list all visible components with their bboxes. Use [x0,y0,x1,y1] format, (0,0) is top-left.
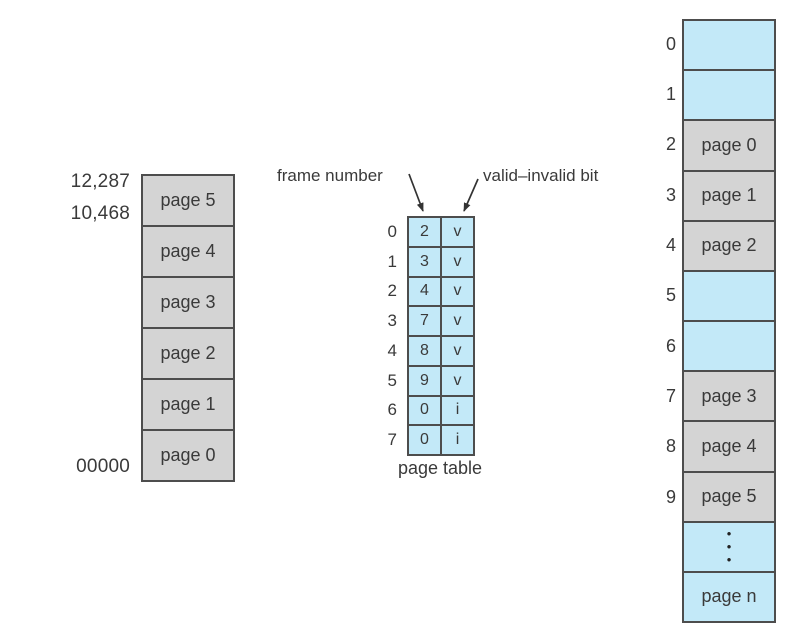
physical-frame-cell [684,269,774,321]
frame-number-cell: 9 [420,371,429,389]
logical-page-cell: page 5 [143,176,233,225]
frame-index [644,573,676,623]
callout-arrows-icon [408,173,479,212]
page-table-caption: page table [397,458,483,478]
valid-bit-cell: v [440,307,473,335]
frame-number-cell: 4 [420,282,429,300]
page-table-row: 9 v [409,364,473,395]
logical-page-cell: page 0 [143,429,233,480]
frame-index: 0 [665,33,676,54]
frame-number-cell: 0 [420,401,429,419]
page-table-row: 0 i [409,394,473,425]
page-table: 2 v 3 v 4 v 7 v 8 v 9 v 0 i 0 i [407,216,475,456]
ellipsis-vertical-icon: • • • [684,520,774,571]
logical-address-bottom: 00000 [76,456,130,477]
logical-page-cell: page 4 [143,225,233,276]
page-table-row: 4 v [409,275,473,306]
valid-bit-cell: v [440,277,473,306]
page-table-index: 0 [387,221,397,241]
page-table-index: 3 [387,311,397,331]
valid-bit-cell: i [440,396,473,425]
frame-index: 5 [665,285,676,306]
page-table-index: 5 [387,370,397,390]
frame-number-arrow [408,173,424,212]
physical-memory-column: page 0 page 1 page 2 page 3 page 4 page … [682,19,776,623]
logical-address-mid: 10,468 [70,203,130,224]
frame-number-cell: 2 [420,222,429,240]
page-table-index: 1 [387,251,397,271]
logical-memory-column: page 5 page 4 page 3 page 2 page 1 page … [141,174,235,482]
valid-bit-cell: v [440,247,473,276]
page-table-indices: 0 1 2 3 4 5 6 7 [367,217,397,455]
logical-address-top: 12,287 [70,171,130,192]
valid-invalid-bit-label: valid–invalid bit [483,166,599,185]
physical-frame-cell: page n [684,570,774,622]
physical-frame-cell: page 1 [684,169,774,220]
page-table-index: 4 [387,340,397,360]
logical-page-cell: page 2 [143,327,233,378]
physical-frame-cell [684,21,774,70]
page-table-index: 6 [387,400,397,420]
frame-index: 4 [665,234,676,255]
frame-number-cell: 7 [420,312,429,330]
logical-page-cell: page 1 [143,378,233,429]
logical-page-cell: page 3 [143,276,233,327]
physical-frame-cell: page 0 [684,119,774,170]
valid-bit-cell: v [440,218,473,246]
valid-bit-cell: i [440,426,473,454]
valid-invalid-arrow [463,178,479,212]
frame-number-label: frame number [277,166,383,185]
frame-index: 9 [665,486,676,507]
page-table-row: 2 v [409,218,473,246]
frame-index: 2 [665,134,676,155]
page-table-index: 2 [387,281,397,301]
page-table-row: 7 v [409,305,473,335]
page-table-index: 7 [387,430,397,450]
physical-frame-cell: page 3 [684,370,774,421]
physical-frame-cell: page 4 [684,420,774,471]
physical-frame-cell [684,320,774,371]
physical-frame-cell: page 5 [684,470,774,521]
valid-bit-cell: v [440,337,473,365]
frame-index: 7 [665,385,676,406]
frame-index: 8 [665,436,676,457]
frame-index [644,522,676,572]
physical-memory-indices: 0 1 2 3 4 5 6 7 8 9 [644,19,676,623]
page-table-row: 0 i [409,424,473,454]
physical-frame-cell: page 2 [684,219,774,270]
frame-index: 3 [665,184,676,205]
frame-number-cell: 3 [420,252,429,270]
frame-number-cell: 0 [420,431,429,449]
page-table-row: 3 v [409,245,473,276]
frame-index: 6 [665,335,676,356]
physical-frame-cell [684,69,774,120]
frame-index: 1 [665,83,676,104]
valid-bit-cell: v [440,366,473,395]
frame-number-cell: 8 [420,341,429,359]
page-table-row: 8 v [409,335,473,365]
